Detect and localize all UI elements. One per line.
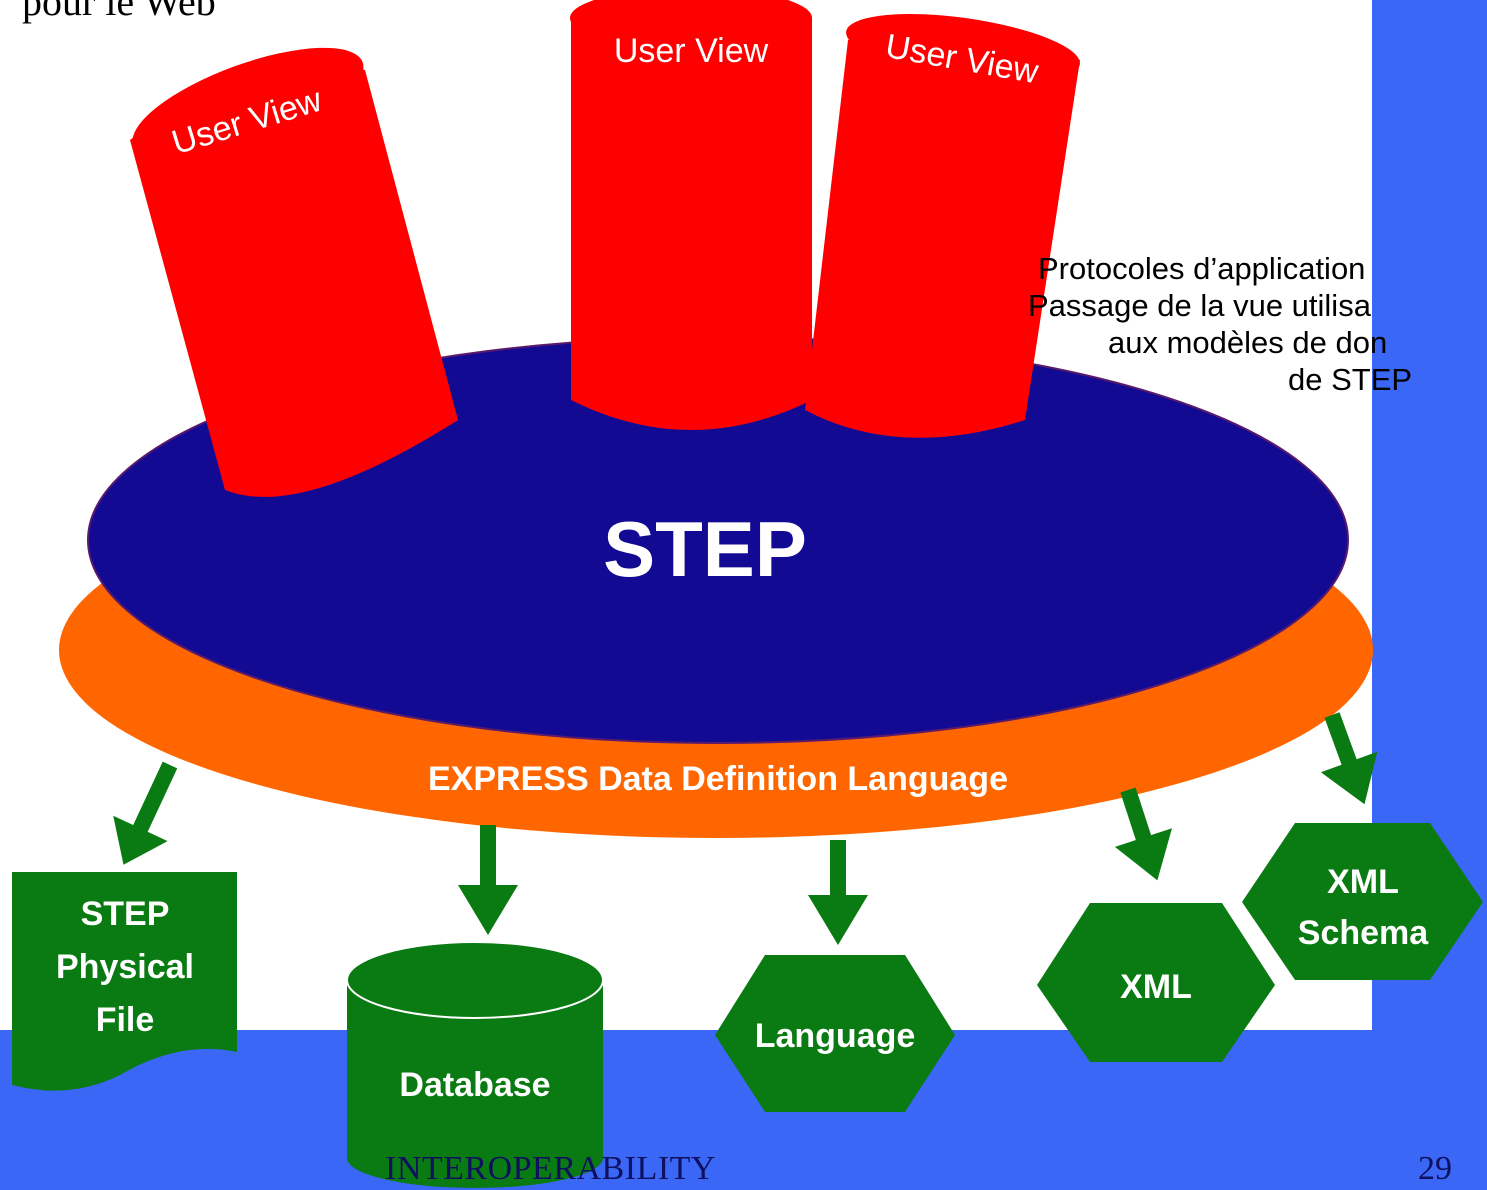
xml-hexagon: XML: [1037, 903, 1275, 1062]
user-view-label-center: User View: [614, 32, 769, 70]
step-physical-file-shape: STEP Physical File: [12, 872, 237, 1091]
protocol-note-line-1: Protocoles d’application: [1038, 251, 1366, 286]
database-label: Database: [399, 1066, 550, 1104]
arrow-to-language: [808, 840, 868, 945]
express-label: EXPRESS Data Definition Language: [428, 760, 1008, 798]
language-hexagon: Language: [715, 955, 955, 1112]
protocol-note-line-4: de STEP: [1288, 362, 1413, 397]
protocol-note-line-2: Passage de la vue utilisa: [1028, 288, 1371, 323]
step-core-label: STEP: [603, 505, 807, 593]
arrow-to-database: [458, 825, 518, 935]
xml-schema-line-2: Schema: [1298, 914, 1429, 952]
physical-file-line-2: Physical: [56, 948, 194, 986]
right-background-band: [1372, 0, 1487, 1190]
footer-title: INTEROPERABILITY: [385, 1150, 716, 1187]
arrow-to-xml: [1114, 787, 1172, 881]
language-label: Language: [755, 1017, 916, 1055]
output-arrows: [113, 712, 1378, 945]
database-cylinder: Database: [346, 941, 604, 1188]
user-view-cylinder-left: User View: [130, 47, 458, 497]
xml-schema-line-1: XML: [1327, 863, 1399, 901]
user-view-cylinder-center: User View: [570, 0, 812, 430]
xml-schema-hexagon: XML Schema: [1242, 823, 1483, 980]
slide-title-fragment: pour le Web: [22, 0, 216, 24]
physical-file-line-1: STEP: [81, 895, 170, 933]
page-number: 29: [1418, 1150, 1452, 1187]
xml-label: XML: [1120, 968, 1192, 1006]
user-view-cylinder-right: User View: [805, 14, 1080, 438]
physical-file-line-3: File: [96, 1001, 155, 1039]
application-protocols-note: Protocoles d’application Passage de la v…: [1020, 250, 1487, 398]
arrow-to-physical-file: [113, 761, 178, 865]
protocol-note-line-3: aux modèles de don: [1108, 325, 1388, 360]
arrow-to-xml-schema: [1320, 712, 1378, 805]
